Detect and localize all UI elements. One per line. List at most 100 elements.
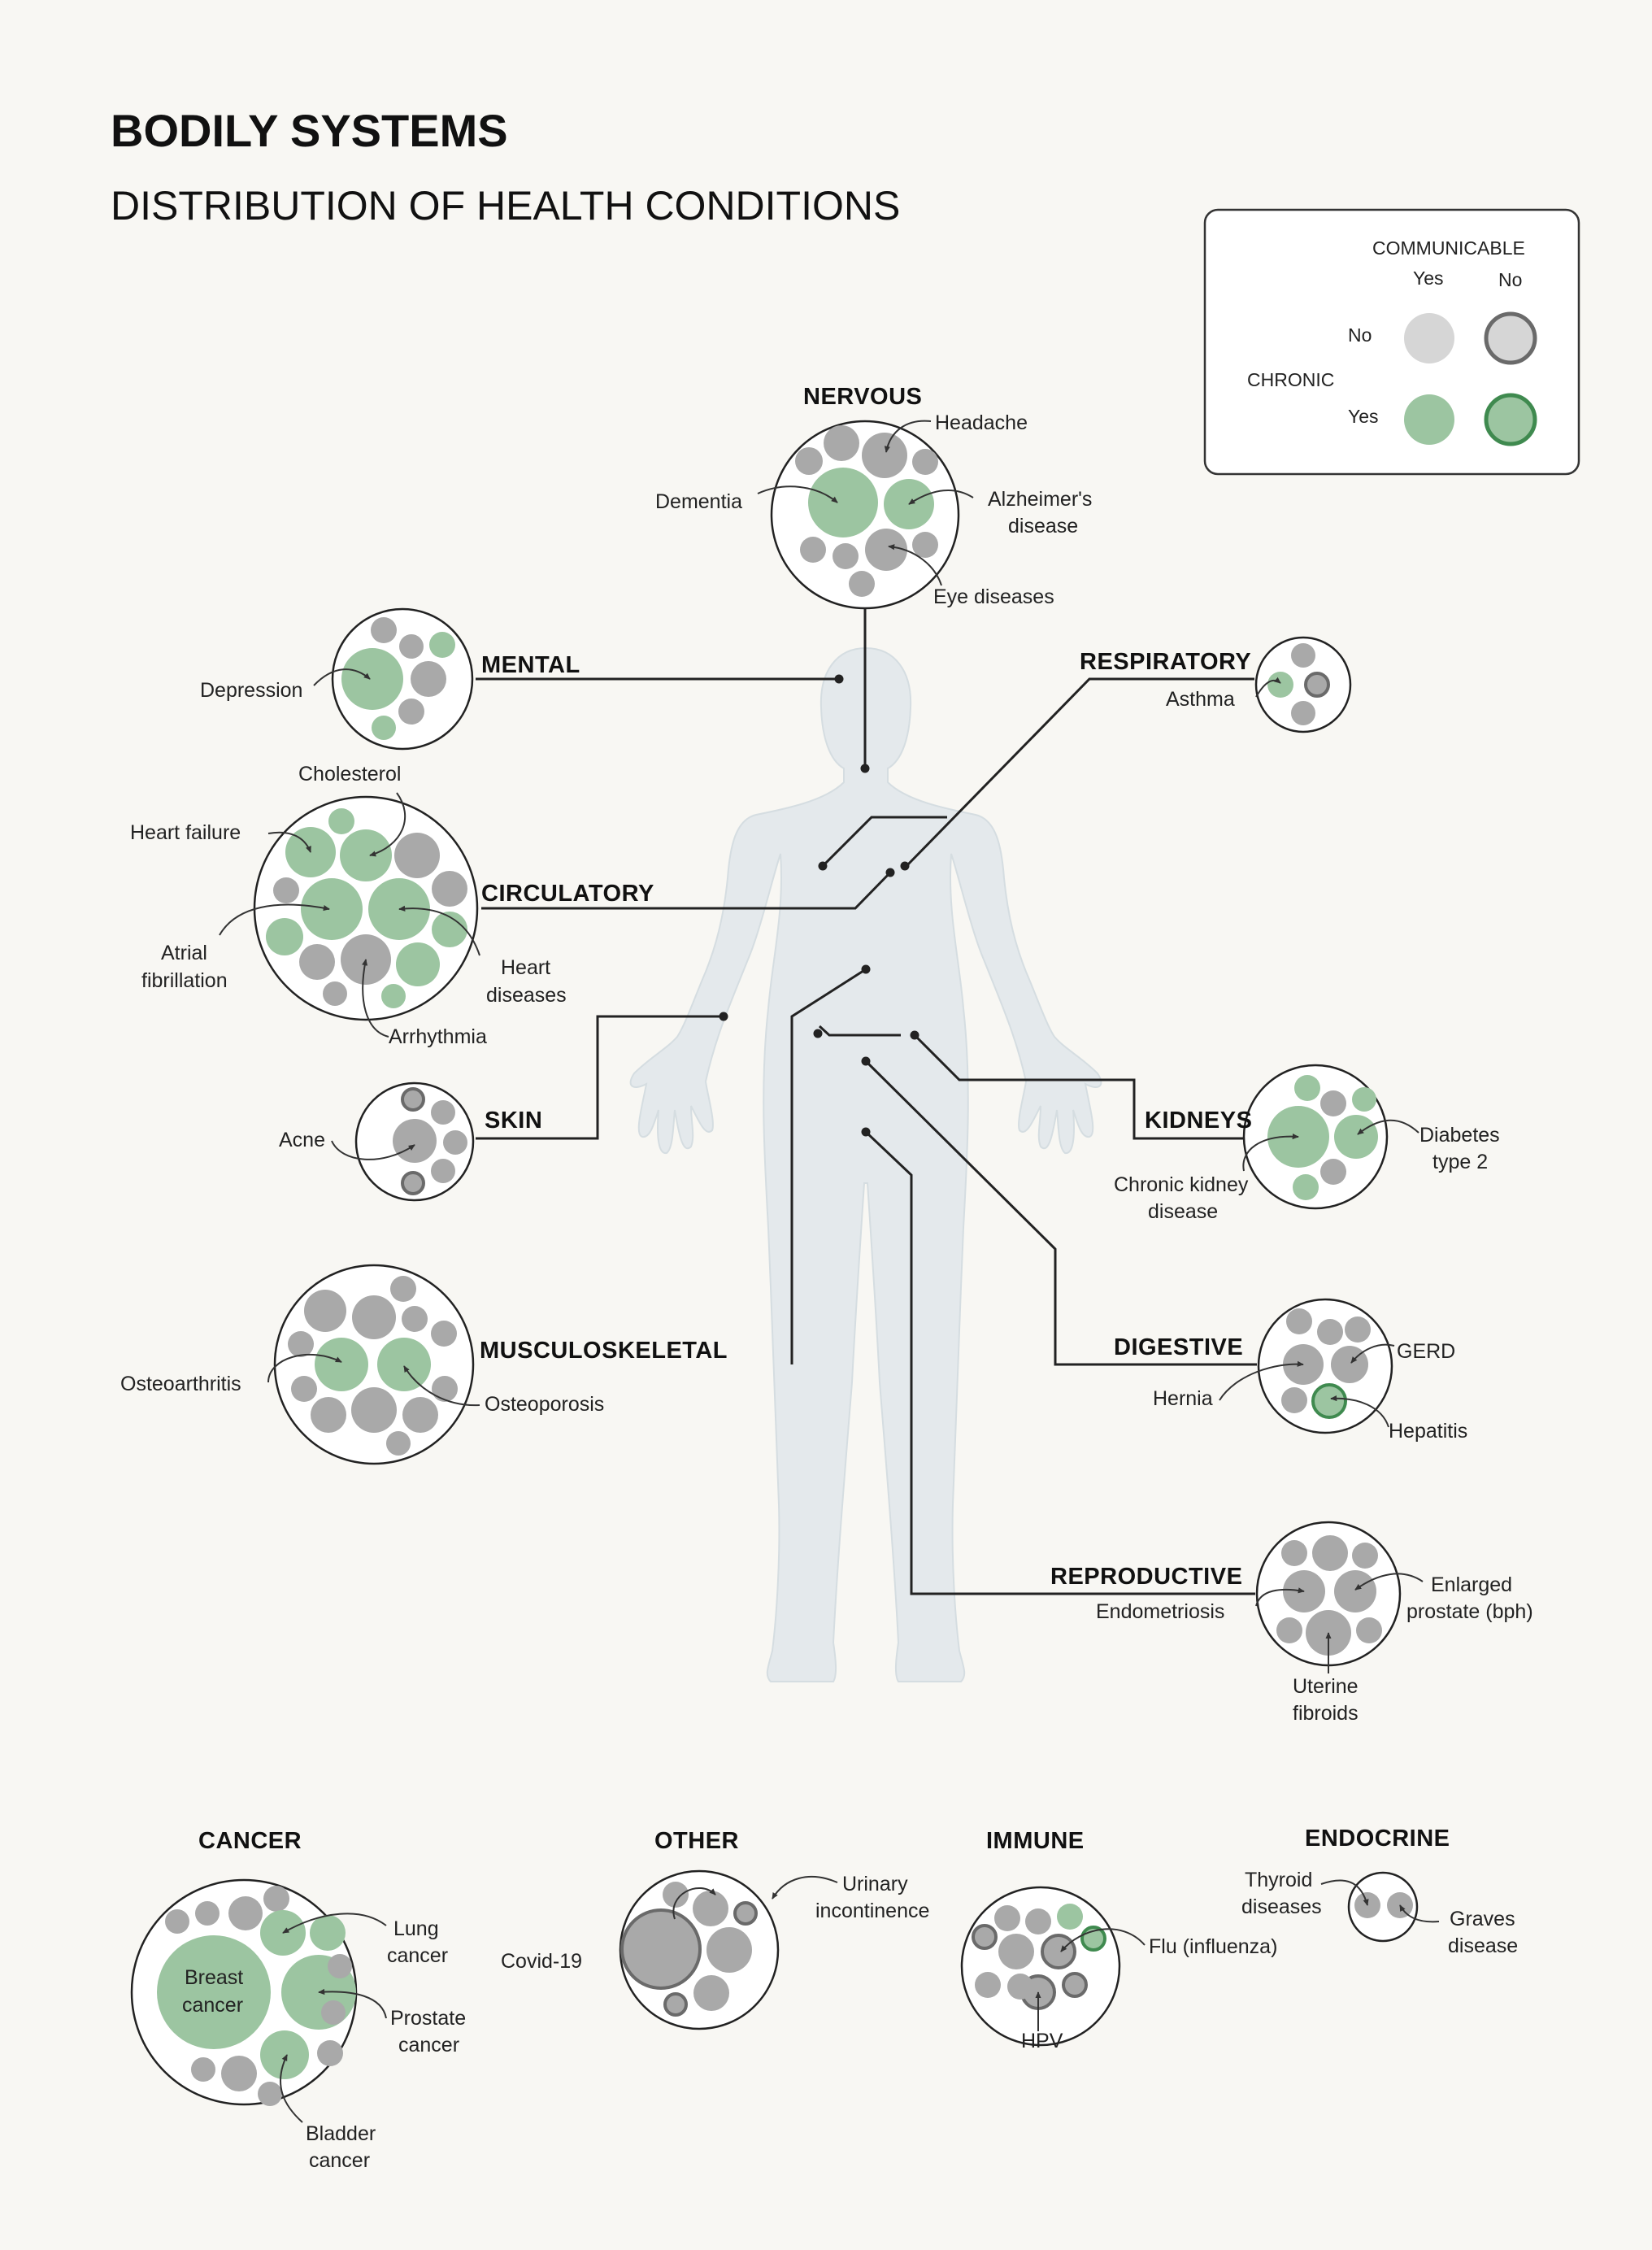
label-heart-diseases-2: diseases (486, 984, 567, 1007)
annotation-arrows (219, 420, 1440, 2123)
condition-bubble-musculoskeletal-2 (304, 1290, 346, 1332)
legend-no-column: No (1498, 269, 1522, 290)
arrow-cholesterol (369, 792, 406, 857)
condition-bubble-other-5 (706, 1927, 752, 1973)
condition-bubble-other-4 (620, 1908, 702, 1990)
condition-bubble-immune-10 (1062, 1972, 1088, 1998)
legend-swatch-chronic-communicable (1404, 394, 1454, 445)
label-osteoporosis: Osteoporosis (485, 1393, 604, 1416)
dot-kidneys-branch (813, 1029, 823, 1038)
condition-bubble-circulatory-10 (266, 918, 303, 955)
arrow-graves (1399, 1904, 1440, 1923)
label-arrhythmia: Arrhythmia (389, 1025, 487, 1048)
condition-bubble-digestive-6 (1281, 1387, 1307, 1413)
label-graves-1: Graves (1450, 1908, 1515, 1930)
condition-bubble-nervous-4 (912, 449, 938, 475)
arrow-osteoarthritis (267, 1353, 342, 1383)
condition-bubble-circulatory-11 (299, 944, 335, 980)
cluster-circulatory (253, 795, 479, 1021)
condition-bubble-circulatory-4 (394, 833, 440, 878)
legend-row-yes: Yes (1348, 406, 1379, 427)
label-musculoskeletal: MUSCULOSKELETAL (480, 1338, 728, 1364)
condition-bubble-cancer-3 (228, 1896, 263, 1930)
cluster-respiratory (1254, 636, 1352, 733)
label-prostate-1: Prostate (390, 2007, 466, 2030)
legend-swatch-not-chronic-communicable (1404, 313, 1454, 363)
condition-bubble-mental-4 (341, 648, 403, 710)
condition-bubble-cancer-4 (263, 1886, 289, 1912)
condition-bubble-circulatory-5 (432, 871, 467, 907)
arrow-bph (1354, 1573, 1424, 1591)
cluster-mental (331, 607, 474, 751)
condition-bubble-circulatory-7 (301, 878, 363, 940)
condition-bubble-musculoskeletal-12 (351, 1387, 397, 1433)
arrow-thyroid (1320, 1879, 1369, 1906)
legend-box (1203, 208, 1580, 476)
arrow-alzheimers (908, 490, 974, 505)
condition-bubble-musculoskeletal-13 (402, 1397, 438, 1433)
condition-bubble-cancer-13 (221, 2056, 257, 2091)
cluster-reproductive (1255, 1521, 1402, 1667)
human-body-silhouette (629, 646, 1102, 1682)
legend-swatch-chronic-not-communicable (1484, 393, 1537, 446)
connector-dots (719, 674, 919, 1137)
dot-kidneys (910, 1030, 919, 1040)
label-ckd-2: disease (1148, 1200, 1218, 1223)
condition-bubble-cancer-10 (321, 2000, 346, 2025)
arrow-headache (884, 420, 932, 453)
cluster-skin (354, 1081, 475, 1202)
label-asthma: Asthma (1166, 688, 1235, 711)
label-bph-1: Enlarged (1431, 1573, 1512, 1596)
legend-communicable-label: COMMUNICABLE (1372, 237, 1525, 259)
label-mental: MENTAL (481, 652, 580, 678)
cluster-nervous (770, 420, 960, 610)
condition-bubble-musculoskeletal-9 (291, 1376, 317, 1402)
arrow-depression (313, 668, 371, 686)
arrow-osteoporosis (403, 1365, 480, 1407)
label-diabetes-2: type 2 (1432, 1151, 1488, 1173)
condition-bubble-mental-5 (411, 661, 446, 697)
dot-reproductive (861, 1127, 871, 1137)
condition-bubble-musculoskeletal-3 (352, 1295, 396, 1339)
condition-bubble-immune-8 (975, 1972, 1001, 1998)
condition-bubble-kidneys-2 (1320, 1090, 1346, 1116)
connector-kidneys-branch (818, 1025, 901, 1037)
condition-bubble-circulatory-6 (273, 877, 299, 903)
label-hernia: Hernia (1153, 1387, 1213, 1410)
condition-bubble-digestive-2 (1317, 1319, 1343, 1345)
label-endometriosis: Endometriosis (1096, 1600, 1224, 1623)
arrow-bladder (280, 2054, 303, 2123)
label-breast-1: Breast (185, 1966, 243, 1989)
dot-respiratory (900, 861, 910, 871)
arrow-lung (282, 1913, 387, 1934)
condition-bubble-musculoskeletal-8 (377, 1338, 431, 1391)
condition-bubble-cancer-15 (258, 2082, 282, 2106)
label-thyroid-1: Thyroid (1245, 1869, 1312, 1891)
dot-circulatory (885, 868, 895, 877)
legend: COMMUNICABLE Yes No No CHRONIC Yes (1203, 208, 1580, 476)
dot-mental (834, 674, 844, 684)
label-bph-2: prostate (bph) (1406, 1600, 1533, 1623)
condition-bubble-nervous-7 (800, 537, 826, 563)
cluster-outline-musculoskeletal (273, 1264, 475, 1465)
condition-bubble-nervous-9 (865, 529, 907, 571)
dot-musculoskeletal (861, 964, 871, 974)
label-heart-failure: Heart failure (130, 821, 241, 844)
condition-bubble-cancer-1 (165, 1909, 189, 1934)
condition-bubble-mental-2 (399, 634, 424, 659)
legend-row-no: No (1348, 324, 1372, 346)
condition-bubble-musculoskeletal-10 (432, 1376, 458, 1402)
condition-bubble-nervous-1 (824, 425, 859, 461)
condition-bubble-cancer-9 (328, 1954, 352, 1978)
condition-bubble-mental-7 (372, 716, 396, 740)
arrow-covid (672, 1887, 716, 1920)
condition-bubble-kidneys-7 (1293, 1174, 1319, 1200)
page-subtitle: DISTRIBUTION OF HEALTH CONDITIONS (111, 183, 900, 228)
connector-reproductive (864, 1130, 1255, 1595)
arrow-hernia (1219, 1360, 1304, 1401)
condition-bubble-skin-6 (401, 1171, 425, 1195)
legend-yes-column: Yes (1413, 268, 1444, 289)
condition-bubble-immune-6 (1041, 1934, 1076, 1969)
condition-bubble-other-6 (693, 1975, 729, 2011)
